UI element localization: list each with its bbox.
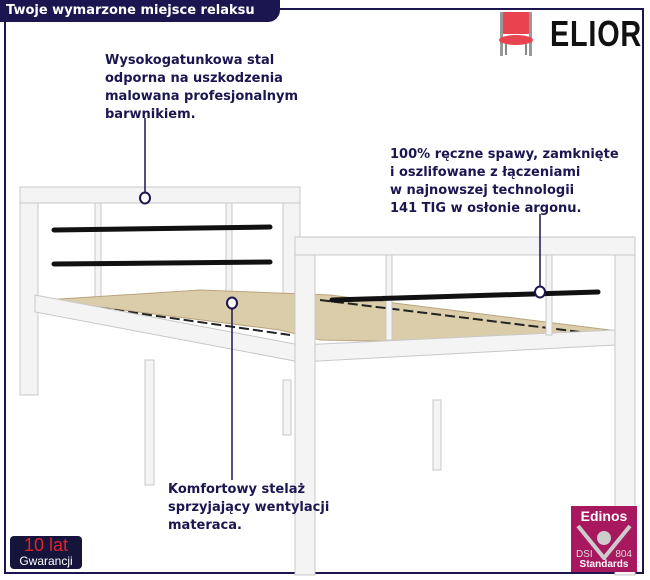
footboard-top	[294, 236, 636, 256]
headboard-bar	[51, 224, 273, 233]
headboard-top	[19, 186, 301, 204]
page-title: Twoje wymarzone miejsce relaksu	[0, 0, 280, 22]
callout-steel: Wysokogatunkowa stal odporna na uszkodze…	[105, 53, 299, 122]
certificate-v-icon	[576, 524, 632, 560]
headboard-bar	[51, 259, 273, 267]
bed-leg	[282, 379, 292, 436]
callout-welds: 100% ręczne spawy, zamknięte i oszlifowa…	[390, 147, 619, 216]
brand-logo: ELIOR	[492, 10, 650, 58]
callout-marker	[534, 285, 546, 299]
certificate-name: Edinos	[580, 508, 628, 524]
brand-name: ELIOR	[550, 13, 643, 54]
bed-leg	[144, 359, 155, 486]
warranty-label: Gwarancji	[19, 554, 73, 568]
warranty-years: 10 lat	[23, 535, 69, 555]
chair-icon	[499, 12, 533, 56]
callout-marker	[226, 296, 238, 310]
certificate-left: DSI	[576, 549, 593, 560]
warranty-badge: 10 lat Gwarancji	[10, 536, 82, 569]
callout-marker	[139, 191, 151, 205]
callout-slats: Komfortowy stelaż sprzyjający wentylacji…	[168, 482, 330, 533]
certificate-footer: Standards	[579, 559, 629, 570]
footboard-bar	[329, 289, 601, 303]
headboard-post	[19, 186, 39, 396]
bed-leg	[432, 399, 442, 471]
certificate-badge: Edinos DSI 804 Standards	[571, 506, 637, 572]
certificate-right: 804	[615, 549, 632, 560]
content-frame	[4, 8, 644, 574]
